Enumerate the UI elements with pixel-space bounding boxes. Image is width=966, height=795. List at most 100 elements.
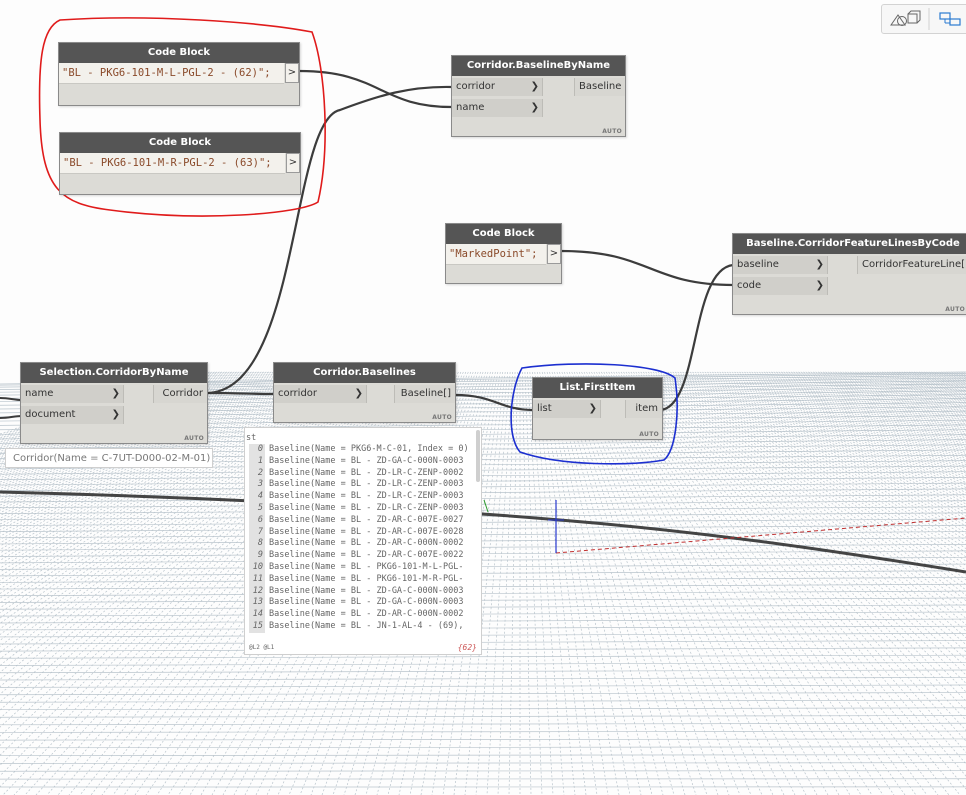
list-item: 2 Baseline(Name = BL - ZD-LR-C-ZENP-0002	[249, 467, 464, 480]
corridor-baselines-node[interactable]: Corridor.Baselines corridor❯ Baseline[] …	[273, 362, 456, 423]
node-title: Selection.CorridorByName	[21, 363, 207, 383]
input-port-document[interactable]: document❯	[21, 406, 124, 424]
list-item-index: 5	[249, 503, 265, 515]
list-header: st	[246, 433, 257, 443]
output-port-item[interactable]: item	[625, 400, 662, 418]
port-label: document	[25, 409, 76, 420]
list-item-value: Baseline(Name = BL - ZD-GA-C-000N-0003	[269, 455, 464, 466]
input-port-corridor[interactable]: corridor❯	[274, 385, 367, 403]
lacing-label: AUTO	[184, 435, 204, 442]
list-item-value: Baseline(Name = PKG6-M-C-01, Index = 0)	[269, 444, 469, 454]
list-item-index: 4	[249, 491, 265, 503]
list-item-value: Baseline(Name = BL - ZD-LR-C-ZENP-0002	[269, 467, 464, 478]
selection-corridorbyname-node[interactable]: Selection.CorridorByName name ❯ document❯…	[20, 362, 208, 444]
chevron-right-icon: ❯	[111, 388, 120, 399]
output-port-featurelines[interactable]: CorridorFeatureLine[]	[857, 256, 966, 274]
baselines-preview-list[interactable]: st 0 Baseline(Name = PKG6-M-C-01, Index =…	[244, 427, 482, 655]
axis-green	[483, 499, 489, 513]
blue-highlight	[510, 363, 678, 465]
chevron-right-icon: ❯	[354, 388, 363, 399]
list-item-index: 1	[249, 455, 265, 468]
input-port-name[interactable]: name ❯	[21, 385, 124, 403]
node-title: Code Block	[60, 133, 300, 153]
red-highlight	[38, 17, 326, 217]
list-item-value: Baseline(Name = BL - ZD-AR-C-000N-0002	[269, 609, 464, 620]
list-item-value: Baseline(Name = BL - ZD-AR-C-007E-0028	[269, 526, 464, 537]
list-item-value: Baseline(Name = BL - ZD-AR-C-000N-0002	[269, 538, 464, 549]
node-title: Code Block	[446, 224, 561, 244]
output-port[interactable]: >	[547, 244, 561, 264]
list-item-value: Baseline(Name = BL - PKG6-101-M-L-PGL-	[269, 562, 464, 572]
list-item: 4 Baseline(Name = BL - ZD-LR-C-ZENP-0003	[249, 491, 463, 503]
node-title: Baseline.CorridorFeatureLinesByCode	[733, 234, 966, 254]
output-port[interactable]: >	[286, 153, 300, 173]
node-title: Code Block	[59, 43, 299, 63]
lacing-label: AUTO	[602, 128, 622, 135]
geometry-dashed-red	[555, 517, 966, 554]
output-port[interactable]: >	[285, 63, 299, 83]
port-label: list	[537, 403, 552, 414]
corridor-baselinebyname-node[interactable]: Corridor.BaselineByName corridor❯ name❯ …	[451, 55, 626, 137]
node-title: Corridor.BaselineByName	[452, 56, 625, 76]
output-port-baselines[interactable]: Baseline[]	[394, 385, 455, 403]
chevron-right-icon: ❯	[815, 280, 824, 291]
chevron-right-icon: ❯	[815, 259, 824, 270]
port-label: code	[737, 280, 762, 291]
code-editor[interactable]: "MarkedPoint";	[446, 244, 546, 265]
port-label: baseline	[737, 259, 779, 270]
wire-in-document	[0, 415, 23, 419]
preview-scrollbar[interactable]	[476, 430, 480, 482]
lacing-label: AUTO	[432, 414, 452, 421]
list-item-value: Baseline(Name = BL - ZD-LR-C-ZENP-0003	[269, 503, 464, 513]
input-port-corridor[interactable]: corridor❯	[452, 78, 543, 96]
3d-view-icon[interactable]	[890, 10, 921, 26]
list-item-value: Baseline(Name = BL - ZD-LR-C-ZENP-0003	[269, 491, 464, 502]
list-item-index: 0	[249, 444, 265, 456]
code-block-node-1[interactable]: Code Block "BL - PKG6-101-M-L-PGL-2 - (6…	[58, 42, 300, 106]
list-item-index: 15	[249, 621, 265, 633]
port-label: corridor	[456, 81, 496, 92]
output-port-baseline[interactable]: Baseline	[574, 78, 625, 96]
list-item-value: Baseline(Name = BL - ZD-AR-C-007E-0027	[269, 514, 464, 525]
chevron-right-icon: ❯	[588, 403, 597, 414]
lacing-label: AUTO	[945, 306, 965, 313]
wire-corridor-baselinebyname	[205, 85, 453, 395]
list-item-index: 2	[249, 467, 265, 480]
port-label: name	[25, 388, 54, 399]
list-item-value: Baseline(Name = BL - JN-1-AL-4 - (69),	[269, 621, 464, 631]
list-item-index: 14	[249, 609, 265, 621]
code-block-node-3[interactable]: Code Block "MarkedPoint"; >	[445, 223, 562, 284]
wire-marked-code	[560, 249, 734, 287]
view-toggle-toolbar	[881, 4, 966, 34]
geometry-curve	[0, 490, 966, 574]
list-item-value: Baseline(Name = BL - PKG6-101-M-R-PGL-	[269, 573, 464, 584]
input-port-code[interactable]: code ❯	[733, 277, 828, 295]
list-firstitem-node[interactable]: List.FirstItem list ❯ item AUTO	[532, 377, 663, 440]
code-editor[interactable]: "BL - PKG6-101-M-L-PGL-2 - (62)";	[59, 63, 284, 84]
code-block-node-2[interactable]: Code Block "BL - PKG6-101-M-R-PGL-2 - (6…	[59, 132, 301, 195]
corridor-featurelines-node[interactable]: Baseline.CorridorFeatureLinesByCode base…	[732, 233, 966, 315]
wire-firstitem-featurelines	[660, 263, 734, 412]
wire-corridor-baselines	[205, 391, 275, 396]
code-editor[interactable]: "BL - PKG6-101-M-R-PGL-2 - (63)";	[60, 153, 285, 174]
wire-baselines-firstitem	[454, 393, 534, 412]
list-item: 15 Baseline(Name = BL - JN-1-AL-4 - (69),	[249, 621, 463, 633]
list-item-index: 9	[249, 550, 265, 562]
lacing-label: AUTO	[639, 431, 659, 438]
graph-view-icon[interactable]	[939, 12, 961, 26]
input-port-name[interactable]: name❯	[452, 99, 543, 117]
port-label: name	[456, 102, 485, 113]
input-port-baseline[interactable]: baseline ❯	[733, 256, 828, 274]
input-port-list[interactable]: list ❯	[533, 400, 601, 418]
node-title: List.FirstItem	[533, 378, 662, 398]
output-port-corridor[interactable]: Corridor	[153, 385, 207, 403]
list-item-index: 6	[249, 514, 265, 527]
corridor-preview-bubble: Corridor(Name = C-7UT-D000-02-M-01)	[5, 448, 213, 468]
list-item-index: 11	[249, 573, 265, 586]
